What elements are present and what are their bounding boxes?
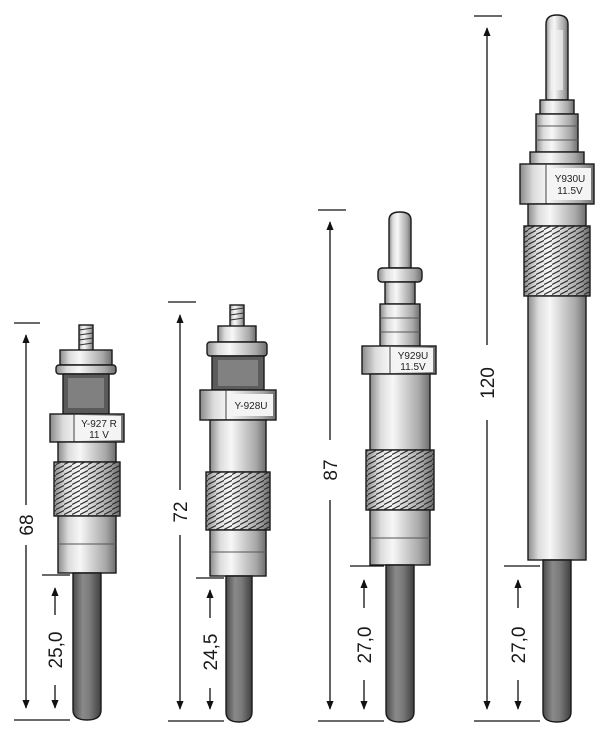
overall-length-value: 68: [17, 514, 38, 535]
body-neck: [527, 203, 587, 227]
pin-shank: [384, 281, 416, 305]
overall-length-value: 72: [171, 501, 192, 522]
part-number-label: Y-927 R: [81, 419, 117, 430]
part-number-label: Y930U: [555, 174, 586, 185]
heater-tip: [385, 564, 415, 723]
pin-collar: [377, 267, 423, 283]
tip-length-value: 24,5: [201, 634, 222, 671]
washer: [206, 341, 268, 357]
heater-tip: [72, 572, 102, 721]
glow-plug-y928: Y-928U 72 24,5: [168, 301, 277, 723]
part-number-label: Y929U: [398, 351, 429, 362]
overall-length-value: 120: [478, 367, 499, 399]
insulator-sleeve: [535, 113, 579, 153]
voltage-label: 11.5V: [400, 362, 426, 373]
insulator-sleeve: [379, 303, 421, 347]
part-number-label: Y-928U: [235, 401, 268, 412]
glow-plug-y929: Y929U 11.5V 87 27,0: [318, 209, 437, 723]
glow-plug-y927: Y-927 R 11 V 68 25,0: [14, 322, 125, 721]
terminal-pin: [388, 211, 412, 269]
tip-length-value: 25,0: [46, 632, 67, 669]
pin-collar: [539, 99, 575, 115]
body-shank: [209, 529, 267, 577]
glow-plug-y930: Y930U 11.5V 120 27,0: [474, 14, 595, 723]
voltage-label: 11 V: [89, 430, 109, 441]
overall-length-value: 87: [321, 459, 342, 480]
tip-length-value: 27,0: [355, 627, 376, 664]
tip-length-value: 27,0: [509, 627, 530, 664]
body-neck: [57, 441, 117, 463]
body-neck: [209, 419, 267, 473]
terminal-nut: [217, 325, 257, 343]
washer: [55, 364, 117, 375]
heater-tip: [225, 575, 253, 723]
voltage-label: 11.5V: [557, 186, 583, 197]
sleeve-base: [529, 151, 585, 165]
body-neck: [369, 373, 431, 451]
body-shank: [527, 295, 587, 561]
terminal-nut: [59, 349, 113, 366]
heater-tip: [542, 559, 572, 723]
